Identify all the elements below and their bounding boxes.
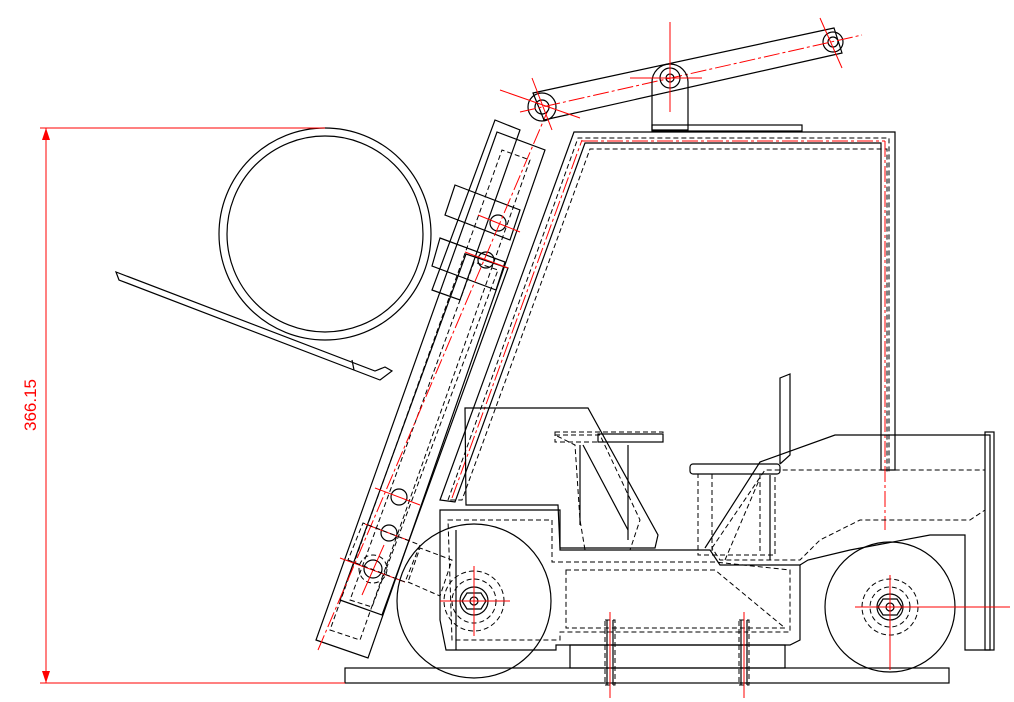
upper-link-arm <box>499 17 863 131</box>
mast <box>315 109 549 659</box>
fork-tine <box>114 270 394 381</box>
rear-counterweight <box>704 431 995 651</box>
tilt-cylinder <box>347 522 453 597</box>
height-dimension: 366.15 <box>21 127 345 684</box>
mounting-bolts <box>604 612 750 698</box>
rear-wheel <box>824 541 1010 673</box>
base-plate <box>344 667 950 684</box>
front-body <box>464 407 664 551</box>
cylindrical-roll <box>218 127 432 341</box>
dimension-label: 366.15 <box>21 379 40 431</box>
operator-seat <box>689 373 791 556</box>
chassis <box>439 509 801 669</box>
front-wheel <box>396 523 552 679</box>
link-bracket <box>630 22 803 132</box>
